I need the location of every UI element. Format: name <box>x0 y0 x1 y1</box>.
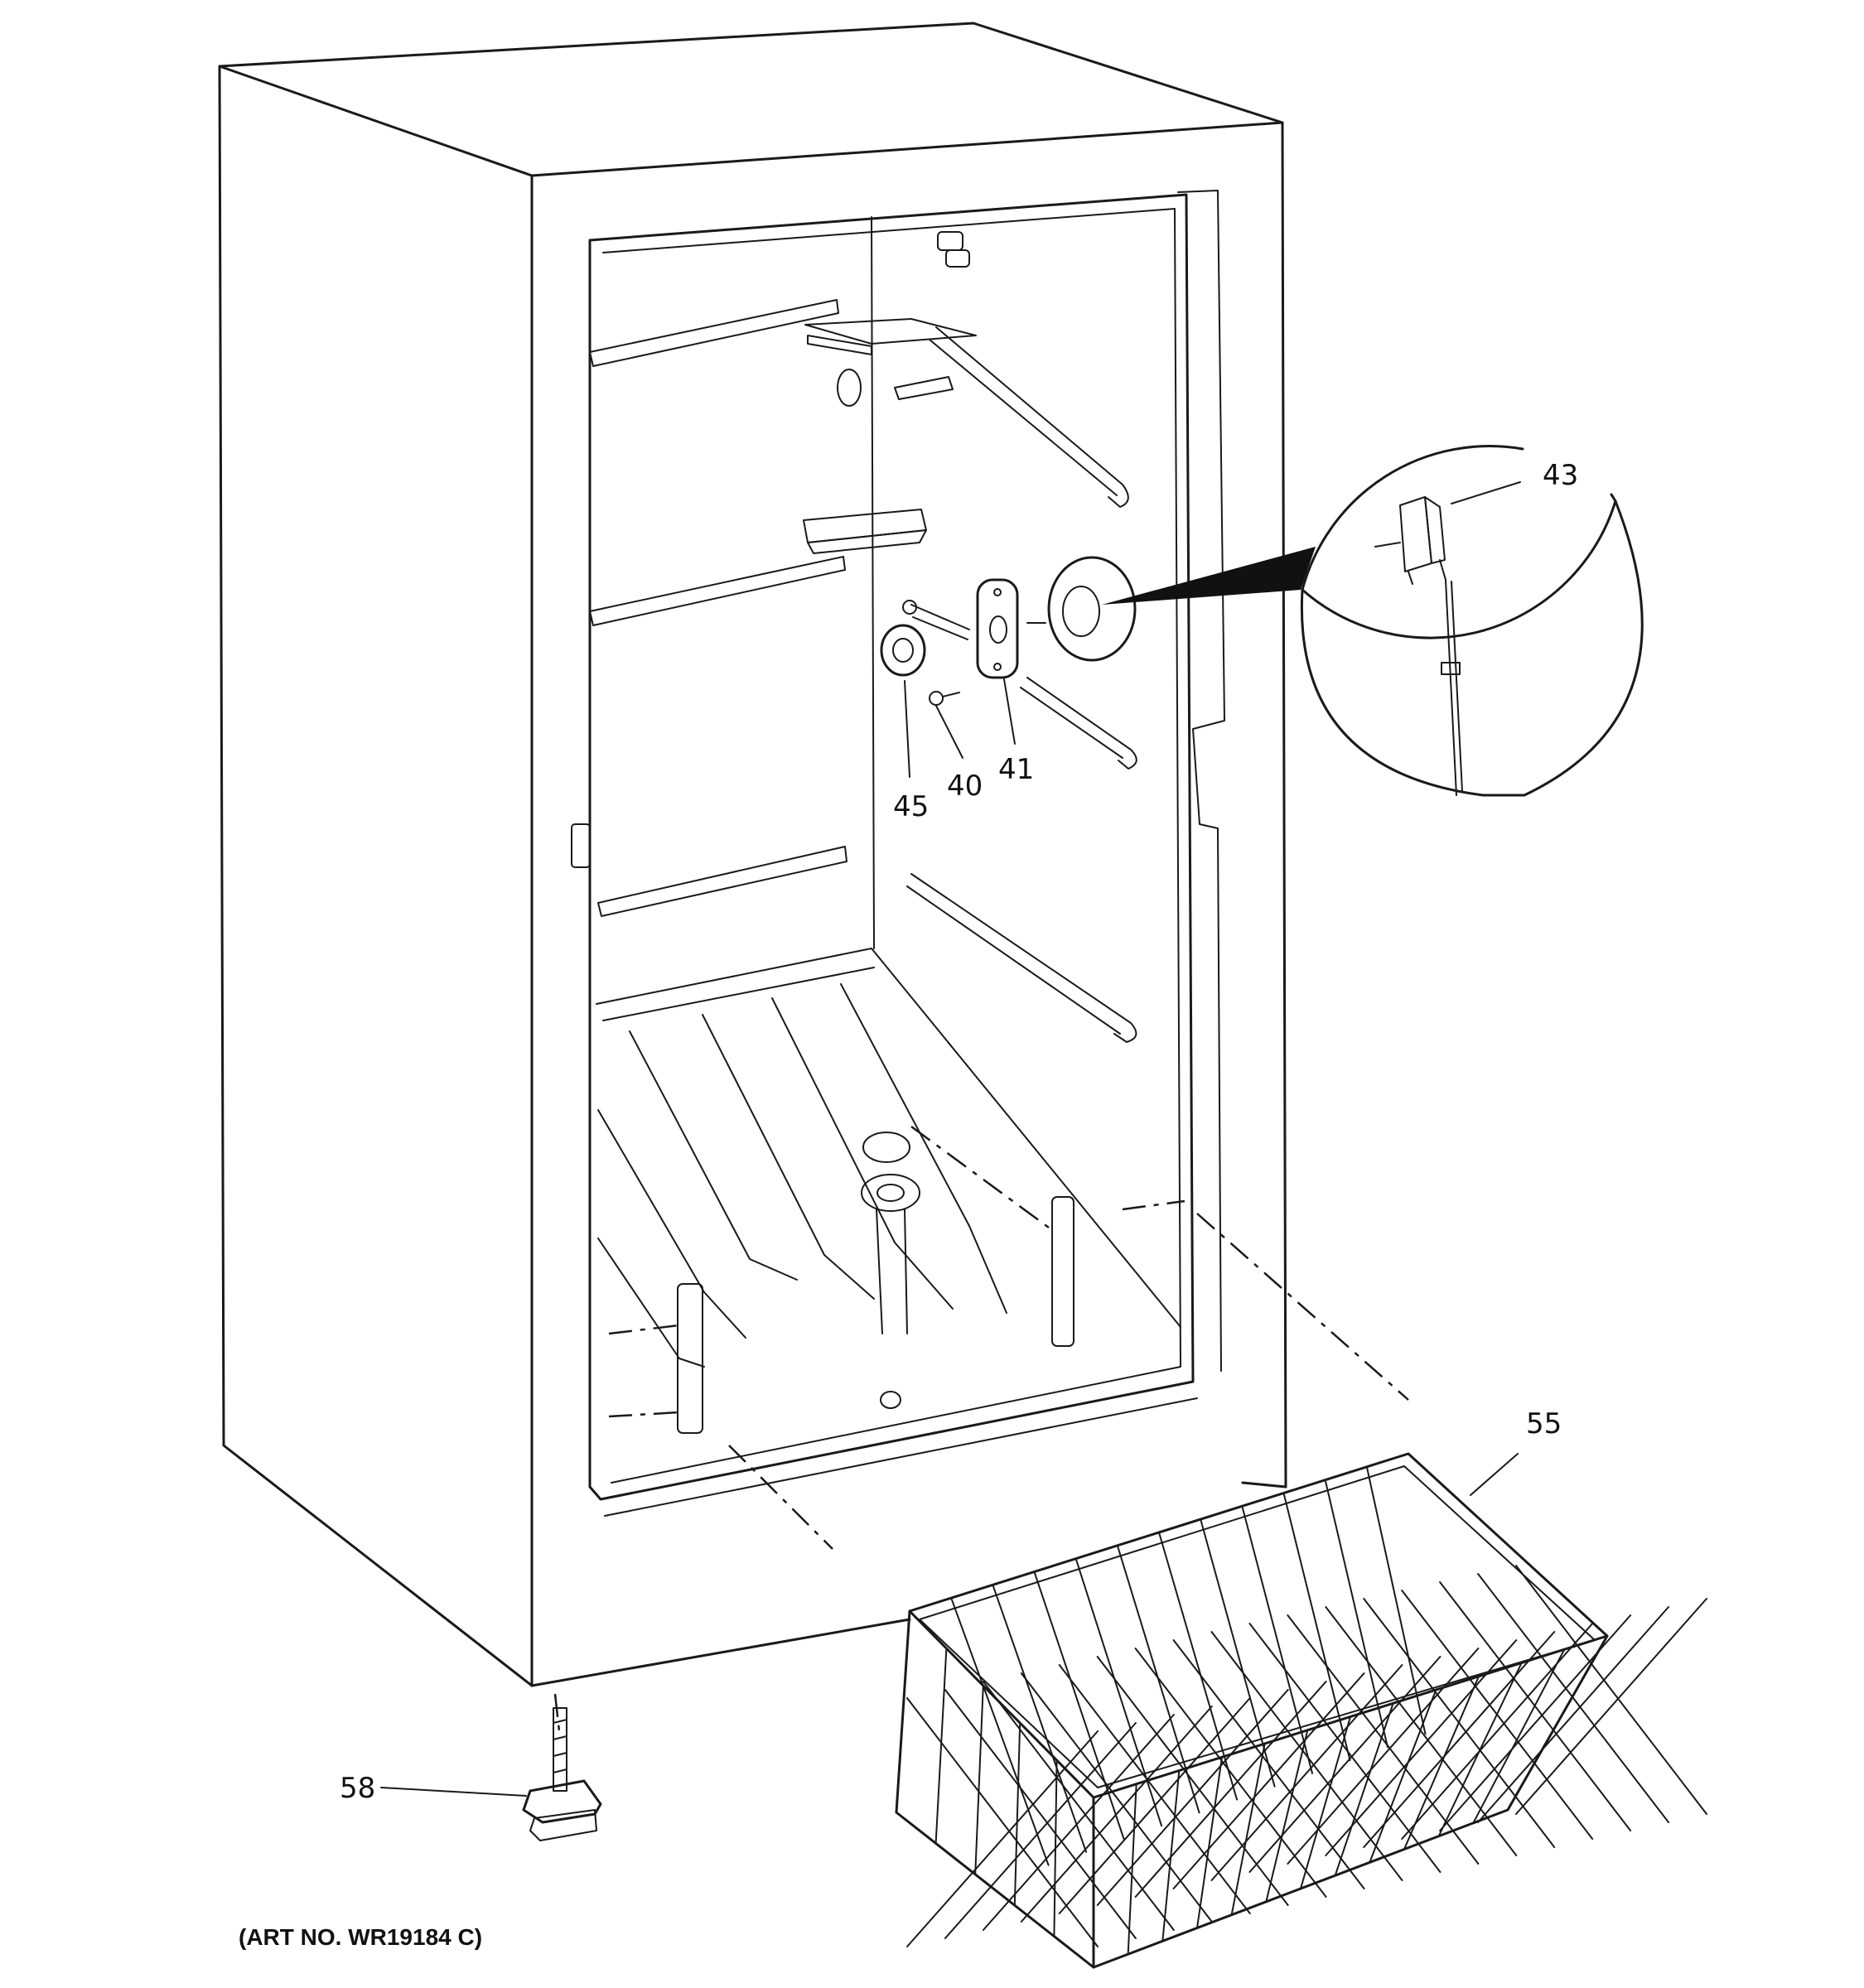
shelf-support-brackets <box>803 231 977 554</box>
basket-wire <box>974 1685 984 1875</box>
basket-wire <box>1058 1697 1251 1914</box>
freezer-cabinet <box>218 22 1287 1687</box>
screw-40 <box>929 691 960 706</box>
wire-basket-55 <box>895 1452 1707 1969</box>
basket-wire <box>1403 1675 1480 1850</box>
basket-wire <box>1439 1614 1632 1831</box>
basket-wire <box>1196 1756 1223 1929</box>
basket-wire <box>1134 1681 1327 1898</box>
thermostat-assembly <box>880 556 1137 706</box>
magnifier-cone <box>1102 547 1316 605</box>
basket-wire <box>1241 1505 1314 1774</box>
basket-wire <box>1401 1590 1594 1840</box>
basket-wire <box>1200 1518 1276 1788</box>
basket-wire <box>1033 1571 1125 1840</box>
basket-wire <box>1477 1606 1670 1823</box>
basket-wire <box>1158 1532 1239 1801</box>
thermostat-knob-45 <box>880 600 970 677</box>
basket-wire <box>1365 1465 1427 1735</box>
basket-wire <box>1248 1656 1441 1873</box>
callout-41: 41 <box>998 753 1034 786</box>
callout-45: 45 <box>893 790 929 823</box>
basket-wire <box>1369 1689 1437 1864</box>
basket-wire <box>1477 1573 1670 1823</box>
basket-wire <box>1013 1722 1021 1907</box>
basket-wire <box>992 1584 1088 1853</box>
leveling-leg-58 <box>522 1707 602 1841</box>
basket-wire <box>1472 1648 1566 1824</box>
assembly-lines <box>553 1125 1409 1732</box>
basket-wire <box>944 1722 1137 1939</box>
basket-wire <box>1439 1581 1632 1831</box>
callout-55: 55 <box>1526 1407 1562 1440</box>
basket-wire <box>1515 1598 1707 1815</box>
basket-wire <box>1074 1557 1163 1827</box>
leader-lines <box>380 481 1521 1797</box>
thermostat-detail-inset <box>1300 445 1644 797</box>
freezer-liner <box>571 193 1198 1517</box>
callout-40: 40 <box>947 770 983 803</box>
basket-wire <box>982 1714 1175 1931</box>
basket-wire <box>1265 1729 1309 1903</box>
art-number: (ART NO. WR19184 C) <box>239 1924 482 1950</box>
right-shelf-rails <box>906 326 1137 1043</box>
basket-wire <box>1172 1672 1365 1889</box>
basket-wire <box>1325 1639 1518 1856</box>
basket-wire <box>1363 1631 1556 1848</box>
basket-wire <box>1282 1492 1351 1761</box>
left-shelf-rails <box>589 299 847 917</box>
basket-wire <box>934 1648 948 1845</box>
thermostat-bezel <box>1026 556 1137 662</box>
callout-43: 43 <box>1543 459 1578 492</box>
basket-wire <box>1401 1623 1594 1840</box>
basket-wire <box>1287 1648 1480 1865</box>
thermostat-bracket-41 <box>976 578 1019 679</box>
basket-wire <box>1096 1689 1289 1906</box>
drain-tube <box>861 1132 920 1409</box>
basket-wire <box>906 1730 1099 1947</box>
basket-wire <box>1127 1783 1137 1956</box>
thermostat-43 <box>1374 496 1463 796</box>
basket-wire <box>950 1597 1050 1866</box>
basket-wire <box>1230 1743 1266 1916</box>
callout-58: 58 <box>340 1772 375 1805</box>
floor-rack <box>597 983 1074 1434</box>
basket-wire <box>1020 1706 1213 1923</box>
basket-wire <box>1515 1565 1707 1815</box>
basket-wire <box>1210 1664 1403 1881</box>
basket-wire <box>1324 1479 1389 1749</box>
